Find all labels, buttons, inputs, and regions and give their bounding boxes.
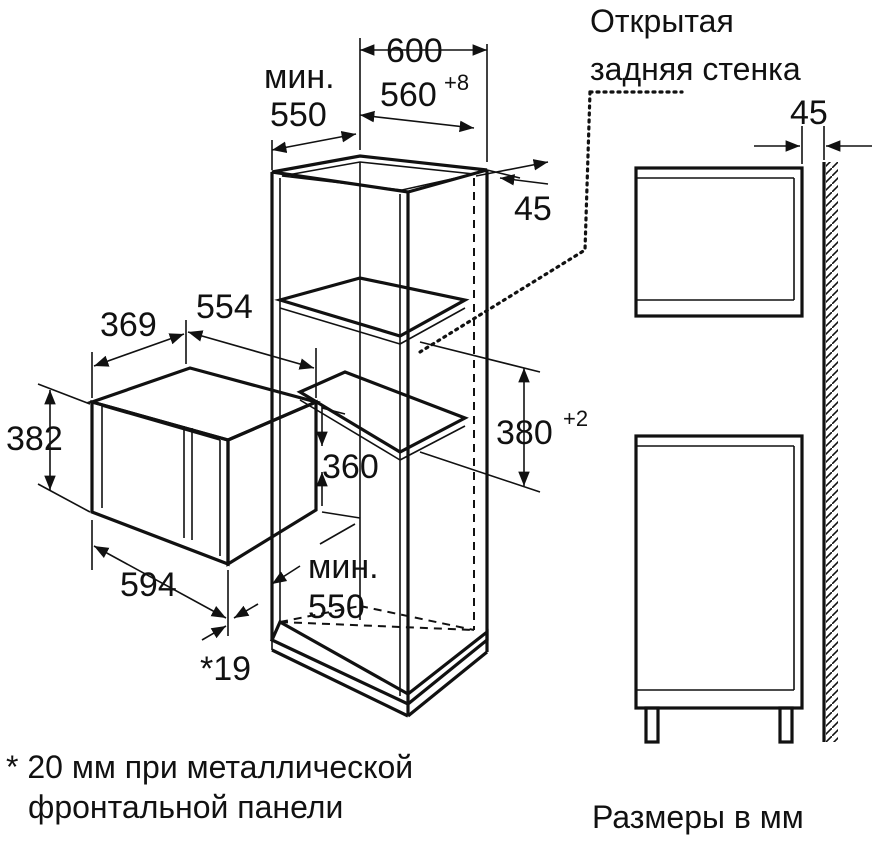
dim-min-depth-top-label: мин.: [264, 58, 335, 96]
side-view-drawing: [634, 126, 872, 744]
oven-drawing: [86, 366, 321, 567]
dim-oven-width-depth: 554: [196, 288, 253, 326]
dim-niche-depth: 360: [322, 448, 379, 486]
dim-inner-width: 560: [380, 76, 437, 114]
dim-niche-height: 380: [496, 414, 553, 452]
cabinet-drawing: [269, 90, 684, 718]
dim-back-gap: 45: [514, 190, 552, 228]
dimension-labels-left: 600 560 +8 мин. 550 45 369 554 382 380 +…: [6, 32, 588, 688]
dim-niche-height-tolerance: +2: [563, 406, 588, 431]
dim-side-gap: 45: [790, 94, 828, 132]
dimension-lines-left: [37, 38, 549, 641]
dim-frame-offset: *19: [200, 650, 251, 688]
dim-oven-depth: 369: [100, 306, 157, 344]
dim-inner-width-tolerance: +8: [444, 70, 469, 95]
open-back-label-line2: задняя стенка: [590, 51, 801, 87]
open-back-label-line1: Открытая: [590, 3, 734, 39]
dim-oven-height: 382: [6, 420, 63, 458]
footnote-line2: фронтальной панели: [28, 789, 343, 825]
dim-top-width: 600: [386, 32, 443, 70]
footnotes: * 20 мм при металлической фронтальной па…: [6, 749, 804, 835]
dim-oven-front-width: 594: [120, 566, 177, 604]
units-note: Размеры в мм: [592, 799, 804, 835]
footnote-line1: * 20 мм при металлической: [6, 749, 413, 785]
side-view-labels: Открытая задняя стенка 45: [590, 3, 828, 132]
dim-min-depth-bottom-label: мин.: [308, 548, 379, 586]
dim-min-depth-top-value: 550: [270, 96, 327, 134]
dim-min-depth-bottom-value: 550: [308, 588, 365, 626]
